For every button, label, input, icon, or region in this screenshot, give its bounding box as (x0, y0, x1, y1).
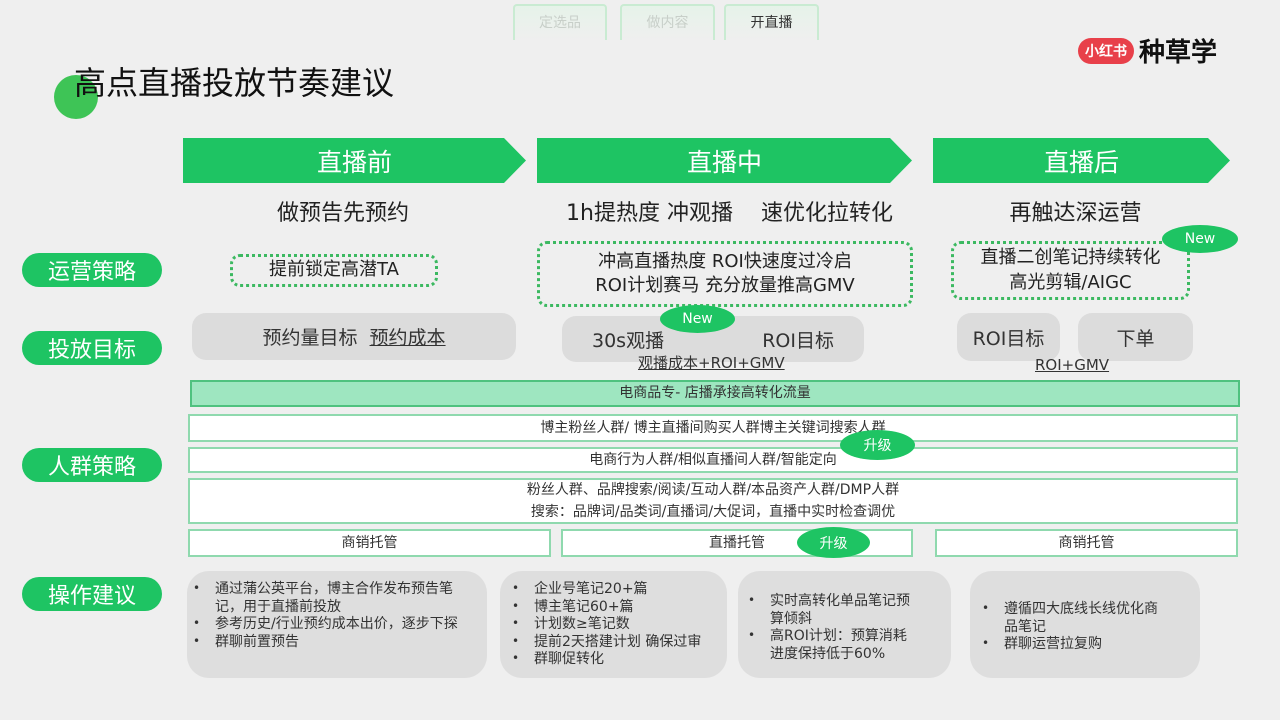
target-post-note: ROI+GMV (1035, 356, 1110, 374)
strategy-post-line: 直播二创笔记持续转化 (980, 247, 1161, 269)
advice-pre: 通过蒲公英平台，博主合作发布预告笔记，用于直播前投放 参考历史/行业预约成本出价… (187, 571, 487, 678)
advice-item: 博主笔记60+篇 (512, 599, 715, 617)
advice-post: 遵循四大底线长线优化商品笔记 群聊运营拉复购 (970, 571, 1200, 678)
advice-item: 通过蒲公英平台，博主合作发布预告笔记，用于直播前投放 (193, 581, 475, 616)
tab-make-content[interactable]: 做内容 (620, 4, 715, 40)
upgrade-badge: 升级 (797, 527, 870, 558)
audience-row: 电商行为人群/相似直播间人群/智能定向 (188, 447, 1238, 473)
advice-item: 实时高转化单品笔记预算倾斜 (748, 593, 911, 628)
target-pre: 预约量目标 预约成本 (192, 313, 516, 360)
mgmt-box: 商销托管 (935, 529, 1238, 557)
label-delivery-target: 投放目标 (22, 331, 162, 365)
target-post-b: 下单 (1078, 313, 1193, 361)
logo-badge: 小红书 (1078, 37, 1134, 64)
audience-row-text: 搜索：品牌词/品类词/直播词/大促词，直播中实时检查调优 (530, 504, 896, 520)
stage-mid: 直播中 (537, 138, 912, 183)
strategy-mid-line: ROI计划赛马 充分放量推高GMV (595, 275, 855, 296)
page-title: 高点直播投放节奏建议 (74, 64, 395, 102)
tab-select-product[interactable]: 定选品 (513, 4, 607, 40)
audience-row-text: 博主粉丝人群/ 博主直播间购买人群博主关键词搜索人群 (540, 419, 886, 436)
label-operation-advice: 操作建议 (22, 577, 162, 611)
advice-mid-2: 实时高转化单品笔记预算倾斜 高ROI计划：预算消耗进度保持低于60% (738, 571, 951, 678)
advice-item: 提前2天搭建计划 确保过审 (512, 634, 715, 652)
logo: 小红书 种草学 (1078, 32, 1217, 69)
strategy-post: 直播二创笔记持续转化高光剪辑/AIGC (951, 241, 1190, 300)
mgmt-box: 商销托管 (188, 529, 551, 557)
strategy-pre: 提前锁定高潜TA (230, 254, 438, 287)
strategy-mid: 冲高直播热度 ROI快速度过冷启 ROI计划赛马 充分放量推高GMV (537, 241, 913, 307)
target-mid-b: ROI目标 (762, 329, 834, 352)
mgmt-text: 商销托管 (341, 534, 398, 551)
strategy-pre-text: 提前锁定高潜TA (269, 259, 399, 281)
new-badge: New (1162, 225, 1238, 253)
target-mid-note: 观播成本+ROI+GMV (638, 354, 785, 372)
stage-mid-subtitle: 1h提热度 冲观播 速优化拉转化 (566, 201, 893, 226)
advice-item: 企业号笔记20+篇 (512, 581, 715, 599)
target-mid-a: 30s观播 (592, 329, 665, 352)
audience-row-text: 粉丝人群、品牌搜索/阅读/互动人群/本品资产人群/DMP人群 (526, 481, 900, 498)
advice-item: 群聊前置预告 (193, 634, 475, 652)
target-post-a: ROI目标 (957, 313, 1060, 361)
strategy-mid-line: 冲高直播热度 ROI快速度过冷启 (598, 250, 852, 272)
upgrade-badge: 升级 (840, 430, 915, 460)
mgmt-text: 直播托管 (709, 534, 765, 551)
stage-post: 直播后 (933, 138, 1230, 183)
audience-row: 粉丝人群、品牌搜索/阅读/互动人群/本品资产人群/DMP人群搜索：品牌词/品类词… (188, 478, 1238, 524)
audience-row: 博主粉丝人群/ 博主直播间购买人群博主关键词搜索人群 (188, 414, 1238, 442)
new-badge: New (660, 305, 735, 333)
advice-item: 群聊运营拉复购 (982, 636, 1160, 654)
advice-item: 高ROI计划：预算消耗进度保持低于60% (748, 628, 911, 663)
tab-go-live[interactable]: 开直播 (724, 4, 819, 40)
logo-text: 种草学 (1139, 38, 1218, 68)
advice-item: 计划数≥笔记数 (512, 616, 715, 634)
stage-pre: 直播前 (183, 138, 526, 183)
strategy-post-line: 高光剪辑/AIGC (1009, 271, 1132, 293)
advice-item: 遵循四大底线长线优化商品笔记 (982, 601, 1160, 636)
target-pre-a: 预约量目标 (262, 327, 358, 349)
audience-band-text: 电商品专- 店播承接高转化流量 (619, 385, 811, 402)
advice-item: 群聊促转化 (512, 651, 715, 669)
stage-pre-subtitle: 做预告先预约 (276, 201, 409, 226)
mgmt-text: 商销托管 (1058, 534, 1115, 551)
target-pre-b: 预约成本 (369, 327, 446, 349)
label-operation-strategy: 运营策略 (22, 253, 162, 287)
label-audience-strategy: 人群策略 (22, 448, 162, 482)
advice-item: 参考历史/行业预约成本出价，逐步下探 (193, 616, 475, 634)
audience-band: 电商品专- 店播承接高转化流量 (190, 380, 1240, 407)
advice-mid-1: 企业号笔记20+篇 博主笔记60+篇 计划数≥笔记数 提前2天搭建计划 确保过审… (500, 571, 727, 678)
stage-post-subtitle: 再触达深运营 (1009, 201, 1142, 226)
title-dot (54, 75, 98, 119)
audience-row-text: 电商行为人群/相似直播间人群/智能定向 (589, 451, 837, 468)
